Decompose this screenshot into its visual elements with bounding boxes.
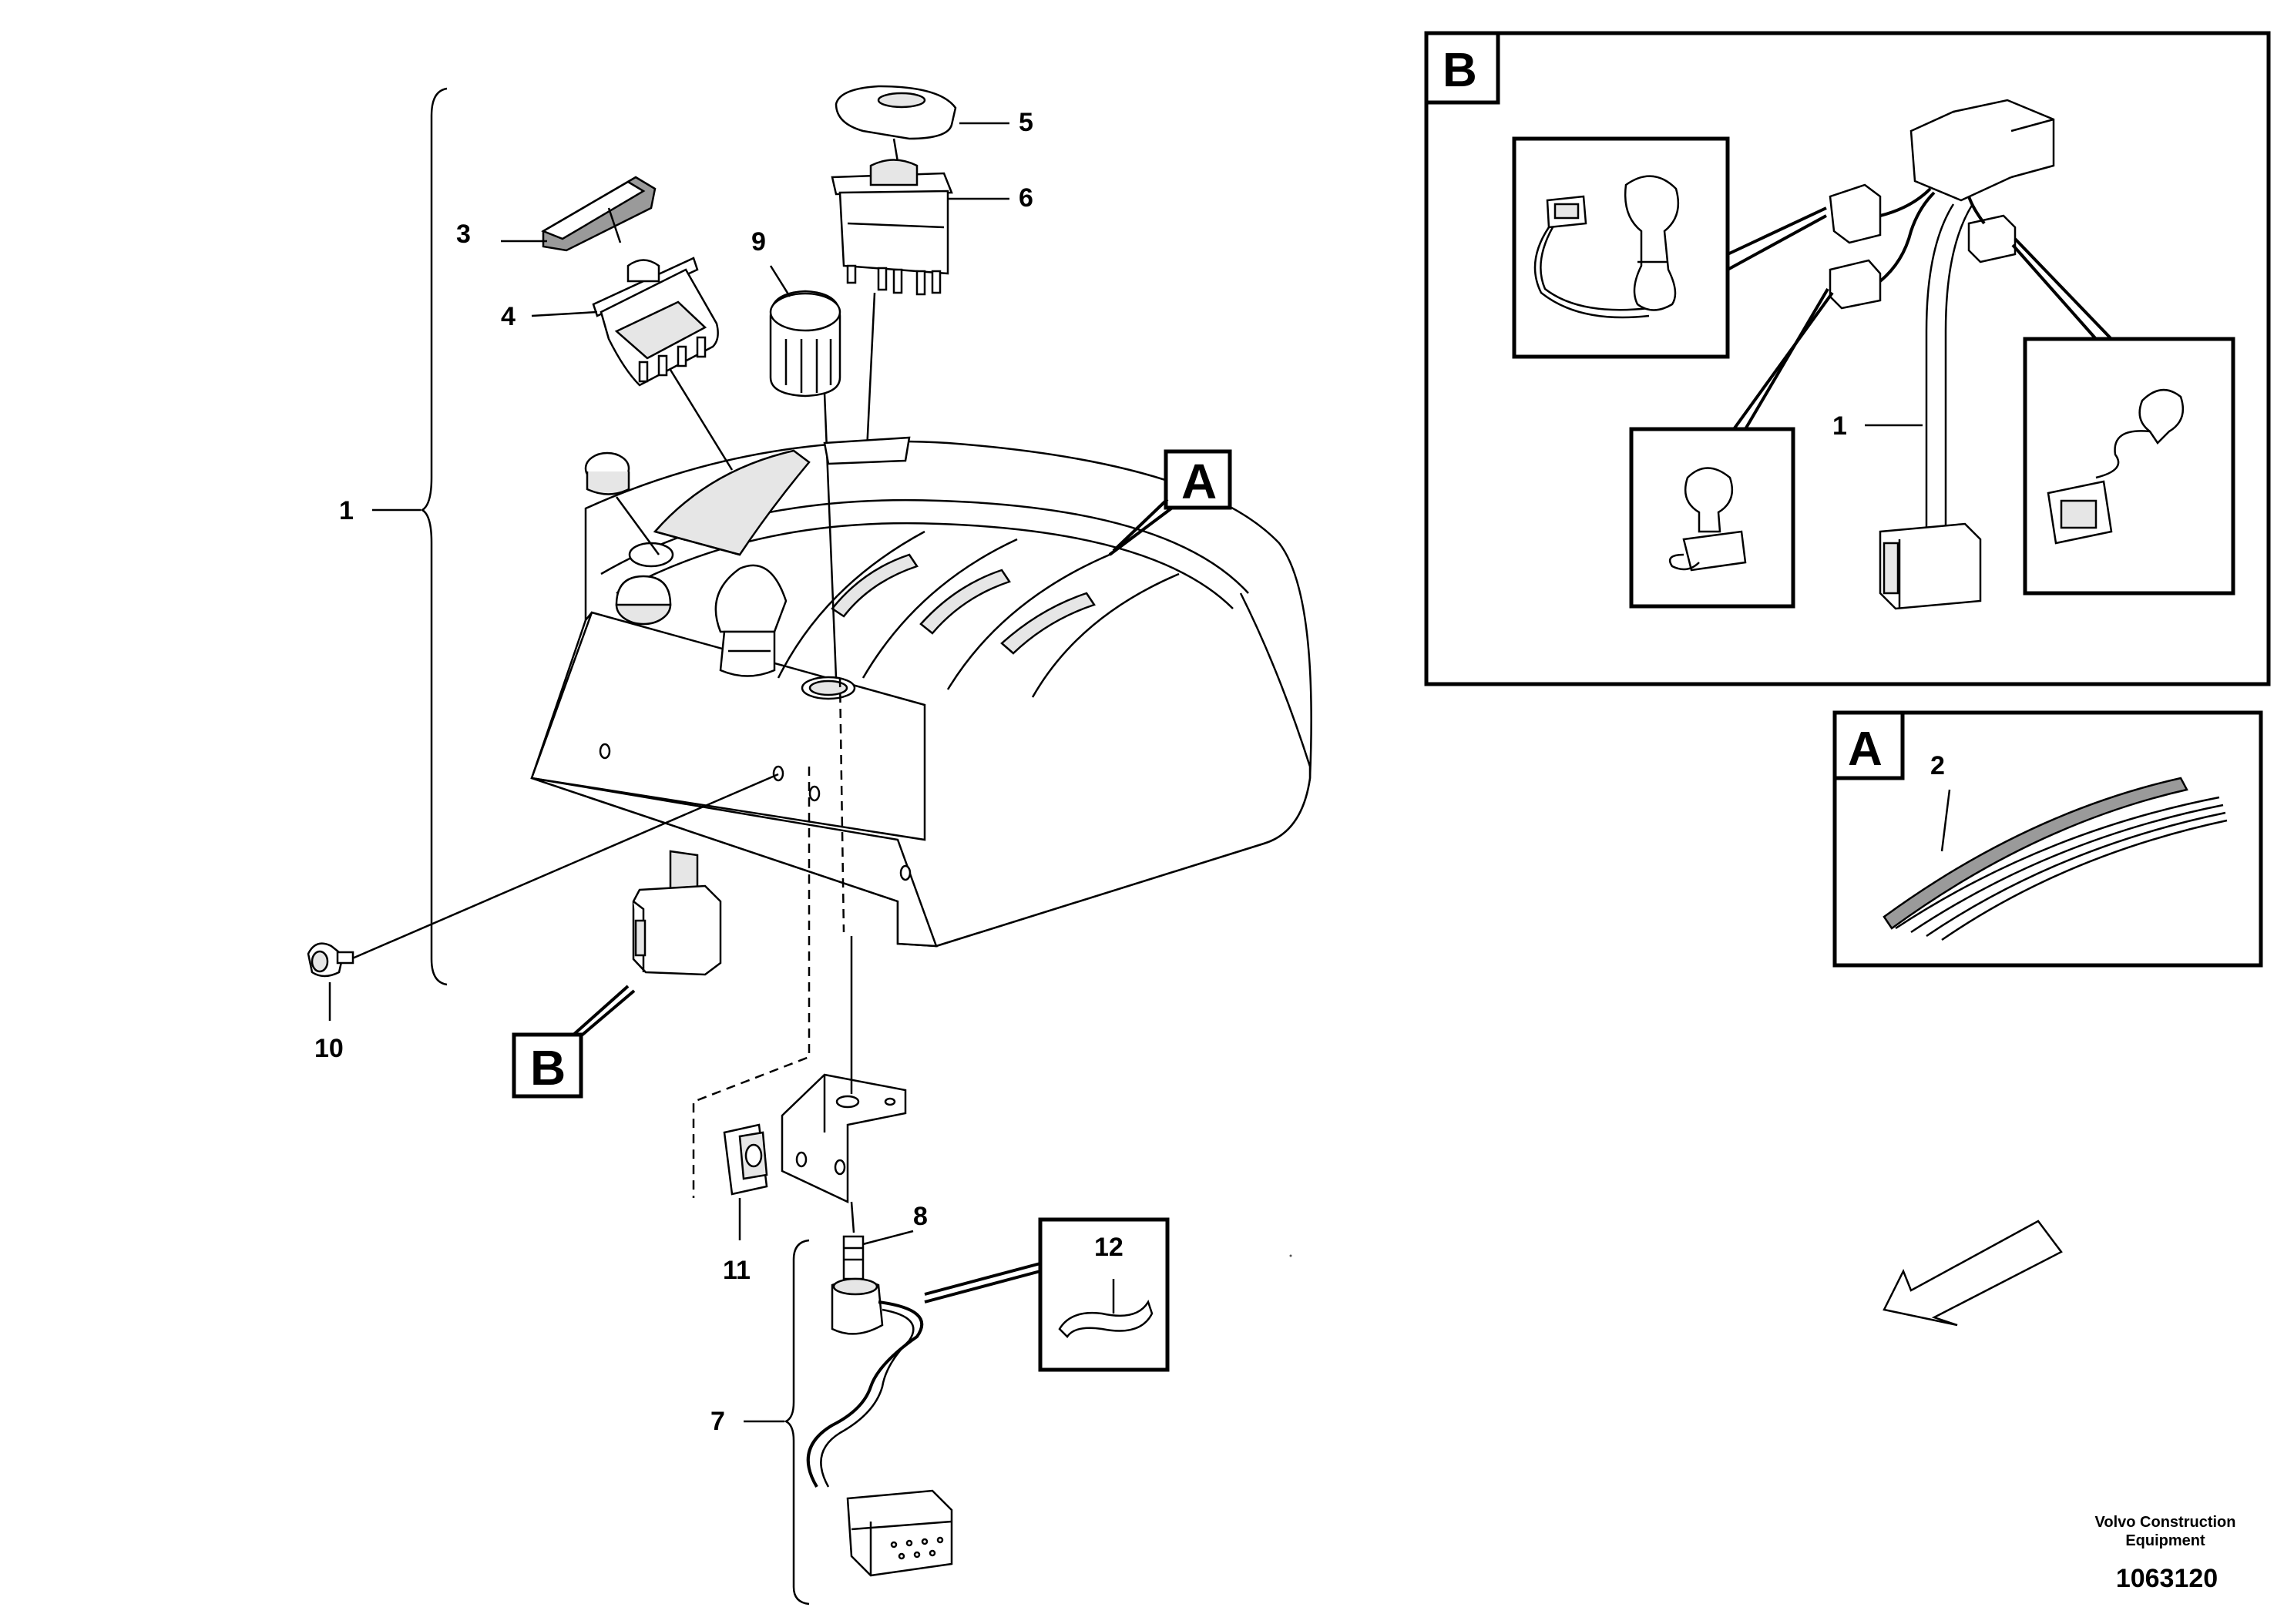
potentiometer-8: 8 [831, 1201, 928, 1335]
label-part-5: 5 [1019, 108, 1033, 137]
label-part-10: 10 [314, 1034, 344, 1063]
harness-connector [570, 850, 722, 1040]
console-knob-left [615, 575, 672, 626]
detail-frame-a: A 2 [1832, 710, 2263, 968]
rocker-switch-4: 4 [501, 257, 734, 471]
cable-tie-detail-12: 12 [924, 1217, 1170, 1372]
pilot-lamp-cap [584, 451, 660, 555]
assembly-brace-1: 1 [339, 87, 448, 986]
label-part-11: 11 [723, 1256, 751, 1285]
wiring-harness-7: 7 [710, 1239, 953, 1606]
detail-a-part-2: 2 [1930, 751, 1945, 780]
footer: Volvo Construction Equipment 1063120 [2095, 1514, 2236, 1593]
footer-company-line2: Equipment [2125, 1532, 2205, 1549]
footer-company-line1: Volvo Construction [2095, 1514, 2236, 1531]
footer-drawing-number: 1063120 [2116, 1564, 2218, 1593]
callout-b: B [512, 1032, 583, 1099]
rocker-switch-6: 6 [823, 159, 1033, 465]
label-part-1: 1 [339, 496, 354, 525]
detail-a-letter: A [1848, 723, 1883, 776]
label-part-9: 9 [751, 227, 766, 257]
console-knob-right [714, 564, 788, 677]
detail-frame-b: B 1 [1424, 31, 2271, 686]
label-part-3: 3 [456, 220, 471, 249]
switch-cover-3: 3 [456, 176, 657, 252]
clip-nut-11: 11 [723, 1123, 768, 1285]
rotary-knob-9: 9 [751, 227, 841, 679]
detail-b-letter: B [1443, 44, 1477, 97]
stray-dot [1289, 1254, 1292, 1257]
mounting-bracket [692, 677, 907, 1203]
label-part-12: 12 [1094, 1233, 1123, 1262]
label-part-8: 8 [913, 1202, 928, 1231]
callout-b-letter: B [530, 1040, 566, 1096]
label-part-7: 7 [710, 1407, 725, 1436]
label-part-4: 4 [501, 302, 516, 331]
console-housing [530, 440, 1312, 948]
screw-10: 10 [307, 773, 779, 1063]
switch-cover-5: 5 [835, 85, 1033, 163]
direction-arrow [1883, 1220, 2063, 1327]
label-part-6: 6 [1019, 183, 1033, 213]
callout-a-letter: A [1181, 454, 1217, 509]
callout-a: A [1108, 449, 1232, 556]
detail-b-part-1: 1 [1832, 411, 1847, 441]
